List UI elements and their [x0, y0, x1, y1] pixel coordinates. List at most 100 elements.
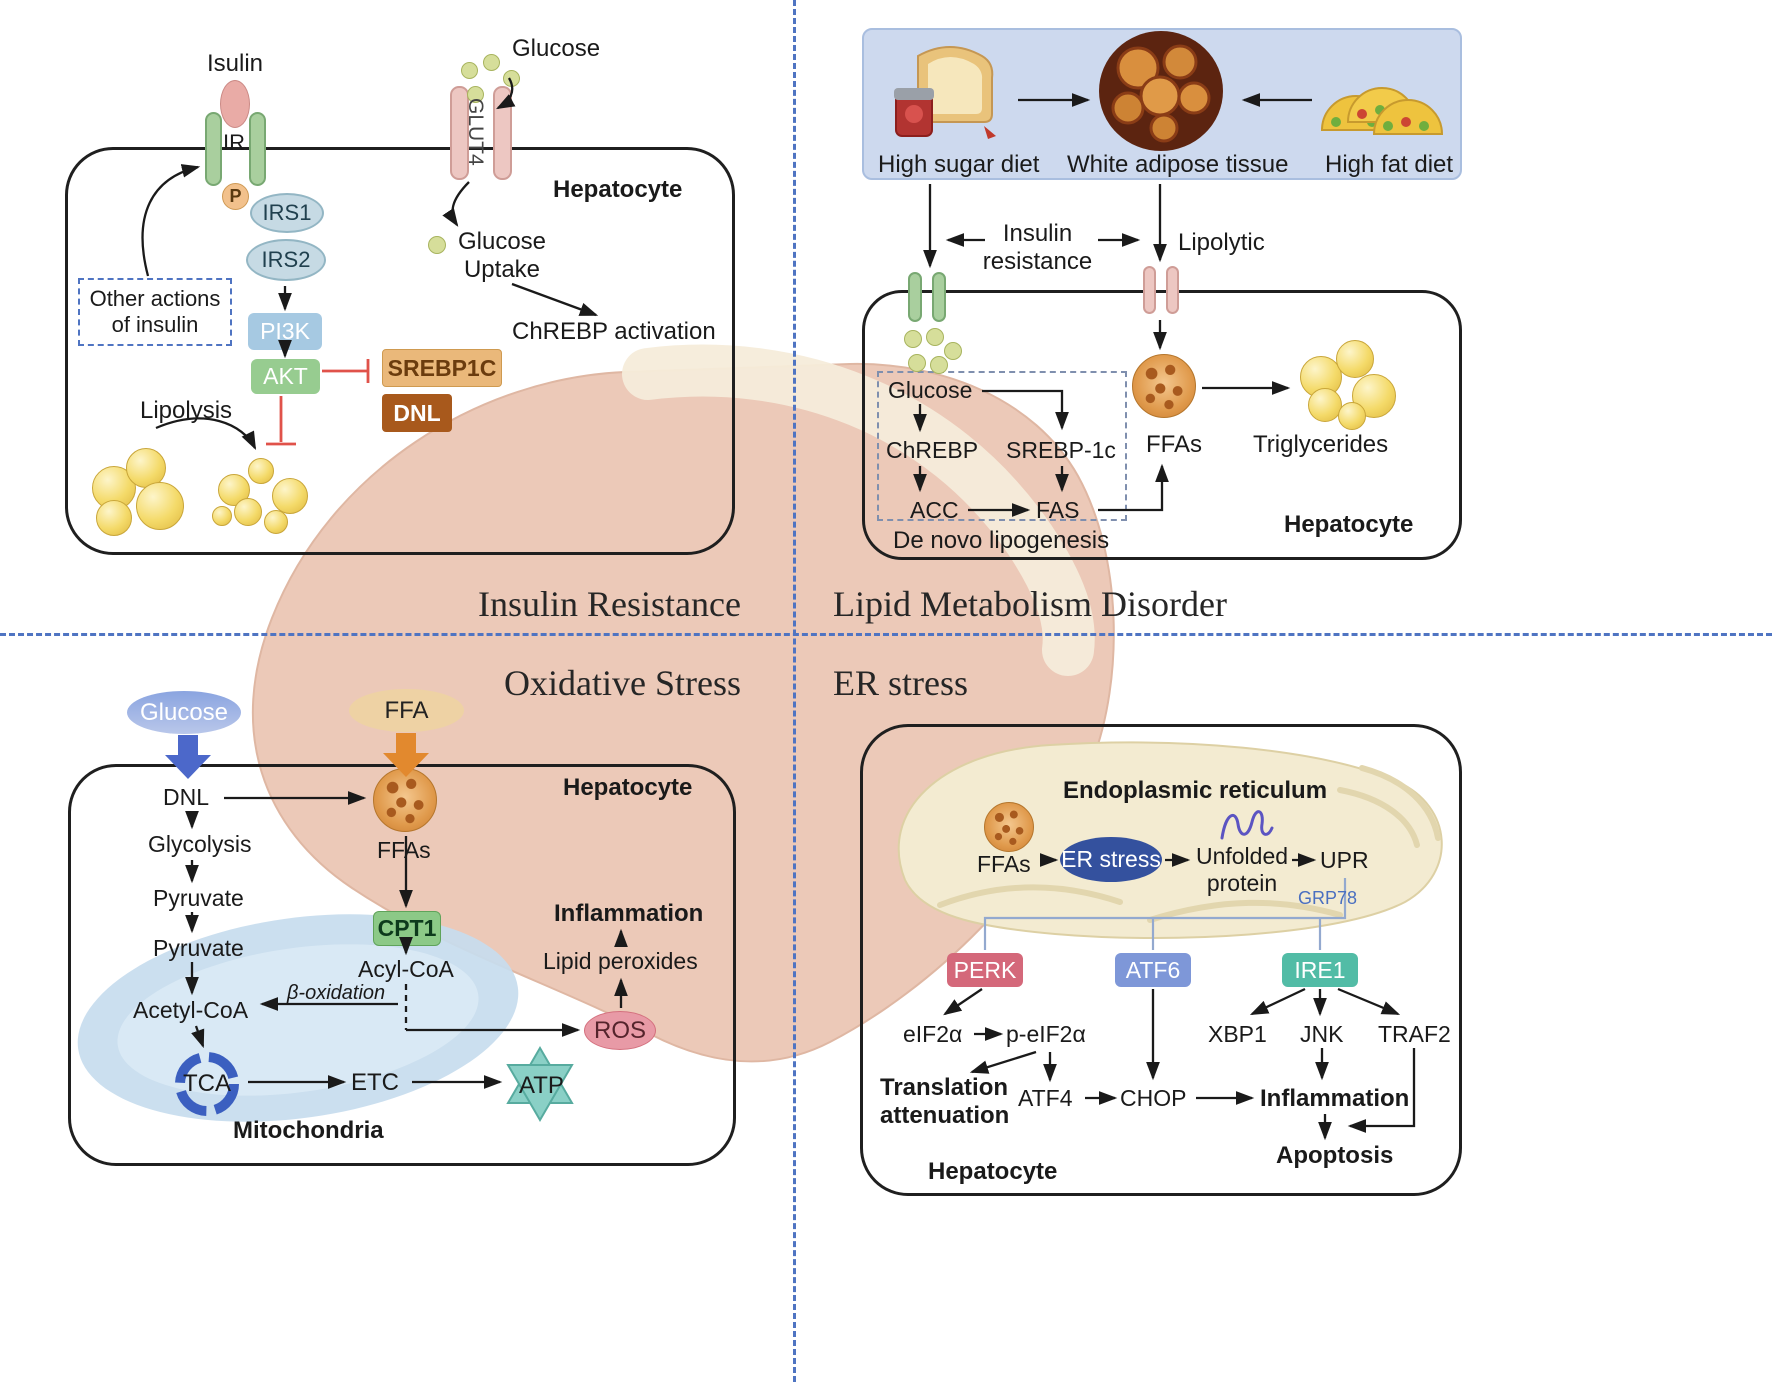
triglycerides-label: Triglycerides — [1253, 431, 1389, 458]
xbp1-label: XBP1 — [1208, 1021, 1267, 1047]
fat-droplet — [248, 458, 274, 484]
glucose-uptake-line2: Uptake — [463, 256, 541, 284]
fat-droplet — [234, 498, 262, 526]
glut4-channel-bar-left — [450, 86, 469, 180]
insulin-hormone-icon — [220, 80, 250, 128]
title-lipid-metabolism: Lipid Metabolism Disorder — [833, 584, 1227, 624]
q2-ffas-label: FFAs — [1146, 431, 1203, 458]
q4-ffas-label: FFAs — [977, 851, 1031, 877]
akt-node: AKT — [251, 359, 320, 394]
pyruvate-outside-label: Pyruvate — [153, 885, 244, 911]
ire1-node: IRE1 — [1282, 953, 1358, 987]
fat-droplets-large-icon — [90, 448, 192, 540]
unfolded-protein-label: Unfolded protein — [1192, 843, 1292, 897]
title-oxidative-stress: Oxidative Stress — [504, 663, 741, 703]
glucose-channel-bar-right — [932, 272, 946, 322]
glucose-channel-bar-left — [908, 272, 922, 322]
high-fat-diet-label: High fat diet — [1325, 151, 1454, 178]
q3-glucose-node: Glucose — [127, 691, 241, 734]
glucose-uptake-label: Glucose Uptake — [447, 228, 557, 285]
apoptosis-label: Apoptosis — [1276, 1142, 1394, 1169]
other-actions-line2: of insulin — [111, 312, 199, 337]
atf6-node: ATF6 — [1115, 953, 1191, 987]
translation-line2: attenuation — [880, 1102, 1010, 1130]
lipid-peroxides-label: Lipid peroxides — [543, 948, 698, 974]
translation-line1: Translation — [880, 1074, 1009, 1101]
fas-label: FAS — [1036, 497, 1080, 523]
ros-node: ROS — [584, 1011, 656, 1050]
irs1-node: IRS1 — [250, 193, 324, 233]
fat-droplet — [96, 500, 132, 536]
glucose-dot — [483, 54, 500, 71]
grp78-label: GRP78 — [1298, 888, 1358, 908]
jnk-label: JNK — [1300, 1021, 1344, 1047]
chrebp-activation-label: ChREBP activation — [512, 318, 716, 345]
glucose-top-label: Glucose — [512, 35, 601, 62]
phospho-p-badge: P — [222, 183, 249, 210]
srebp1c-node: SREBP1C — [382, 349, 502, 387]
irs2-node: IRS2 — [246, 239, 326, 281]
glut4-label: GLUT4 — [464, 98, 487, 166]
fat-droplet — [136, 482, 184, 530]
dnl-node: DNL — [382, 394, 452, 432]
p-eif2a-label: p-eIF2α — [1006, 1021, 1086, 1047]
translation-attenuation-label: Translation attenuation — [880, 1074, 1010, 1131]
q3-ffas-label: FFAs — [377, 837, 431, 863]
fat-droplet — [218, 474, 250, 506]
glucose-dot — [908, 354, 926, 372]
glucose-uptake-line1: Glucose — [457, 228, 547, 255]
atp-label: ATP — [519, 1072, 564, 1099]
triglyceride-droplets-icon — [1296, 340, 1406, 436]
perk-node: PERK — [947, 953, 1023, 987]
glucose-dot — [467, 86, 484, 103]
ir-label: IR — [223, 130, 245, 155]
q3-inflammation-label: Inflammation — [554, 900, 704, 927]
q2-glucose-label: Glucose — [888, 377, 973, 403]
glucose-dot — [503, 70, 520, 87]
upr-label: UPR — [1320, 847, 1369, 873]
fat-droplet — [272, 478, 308, 514]
etc-label: ETC — [351, 1069, 399, 1096]
high-sugar-diet-image — [888, 36, 1013, 151]
fat-droplets-small-icon — [210, 452, 312, 542]
glucose-dot — [944, 342, 962, 360]
endoplasmic-reticulum-label: Endoplasmic reticulum — [1063, 777, 1328, 804]
unfolded-protein-line1: Unfolded — [1195, 843, 1289, 869]
q4-hepatocyte-label: Hepatocyte — [928, 1158, 1058, 1185]
white-adipose-tissue-label: White adipose tissue — [1067, 151, 1289, 178]
insulin-receptor-bar-right — [249, 112, 266, 186]
glucose-dot — [926, 328, 944, 346]
glucose-dot — [461, 62, 478, 79]
fat-droplet — [1338, 402, 1366, 430]
glycolysis-label: Glycolysis — [148, 831, 252, 857]
insulin-resistance-line2: resistance — [982, 248, 1093, 276]
de-novo-lipogenesis-label: De novo lipogenesis — [893, 527, 1110, 554]
acyl-coa-label: Acyl-CoA — [358, 956, 454, 982]
ffa-droplet-icon-q3 — [373, 768, 437, 832]
other-actions-box: Other actions of insulin — [78, 278, 232, 346]
q2-srebp1c-label: SREBP-1c — [1006, 437, 1116, 463]
fat-droplet — [264, 510, 288, 534]
ffa-droplet-icon-q4 — [984, 802, 1034, 852]
q1-hepatocyte-label: Hepatocyte — [553, 176, 683, 203]
insulin-resistance-label: Insulin resistance — [975, 220, 1100, 277]
pyruvate-inside-label: Pyruvate — [153, 935, 244, 961]
glucose-uptake-dot — [428, 236, 446, 254]
high-fat-diet-image — [1314, 44, 1446, 149]
q2-hepatocyte-label: Hepatocyte — [1284, 511, 1414, 538]
q3-ffa-node: FFA — [349, 689, 464, 732]
q3-hepatocyte-label: Hepatocyte — [563, 774, 693, 801]
beta-oxidation-label: β-oxidation — [287, 982, 386, 1004]
vertical-divider — [793, 0, 796, 1382]
insulin-resistance-line1: Insulin — [1002, 220, 1073, 247]
q3-dnl-label: DNL — [163, 784, 210, 810]
horizontal-divider — [0, 633, 1772, 636]
fat-droplet — [212, 506, 232, 526]
acetyl-coa-label: Acetyl-CoA — [133, 997, 249, 1023]
glucose-dot — [904, 330, 922, 348]
chop-label: CHOP — [1120, 1085, 1187, 1111]
atf4-label: ATF4 — [1018, 1085, 1073, 1111]
traf2-label: TRAF2 — [1378, 1021, 1451, 1047]
high-sugar-diet-label: High sugar diet — [878, 151, 1040, 178]
mitochondria-label: Mitochondria — [233, 1117, 384, 1144]
